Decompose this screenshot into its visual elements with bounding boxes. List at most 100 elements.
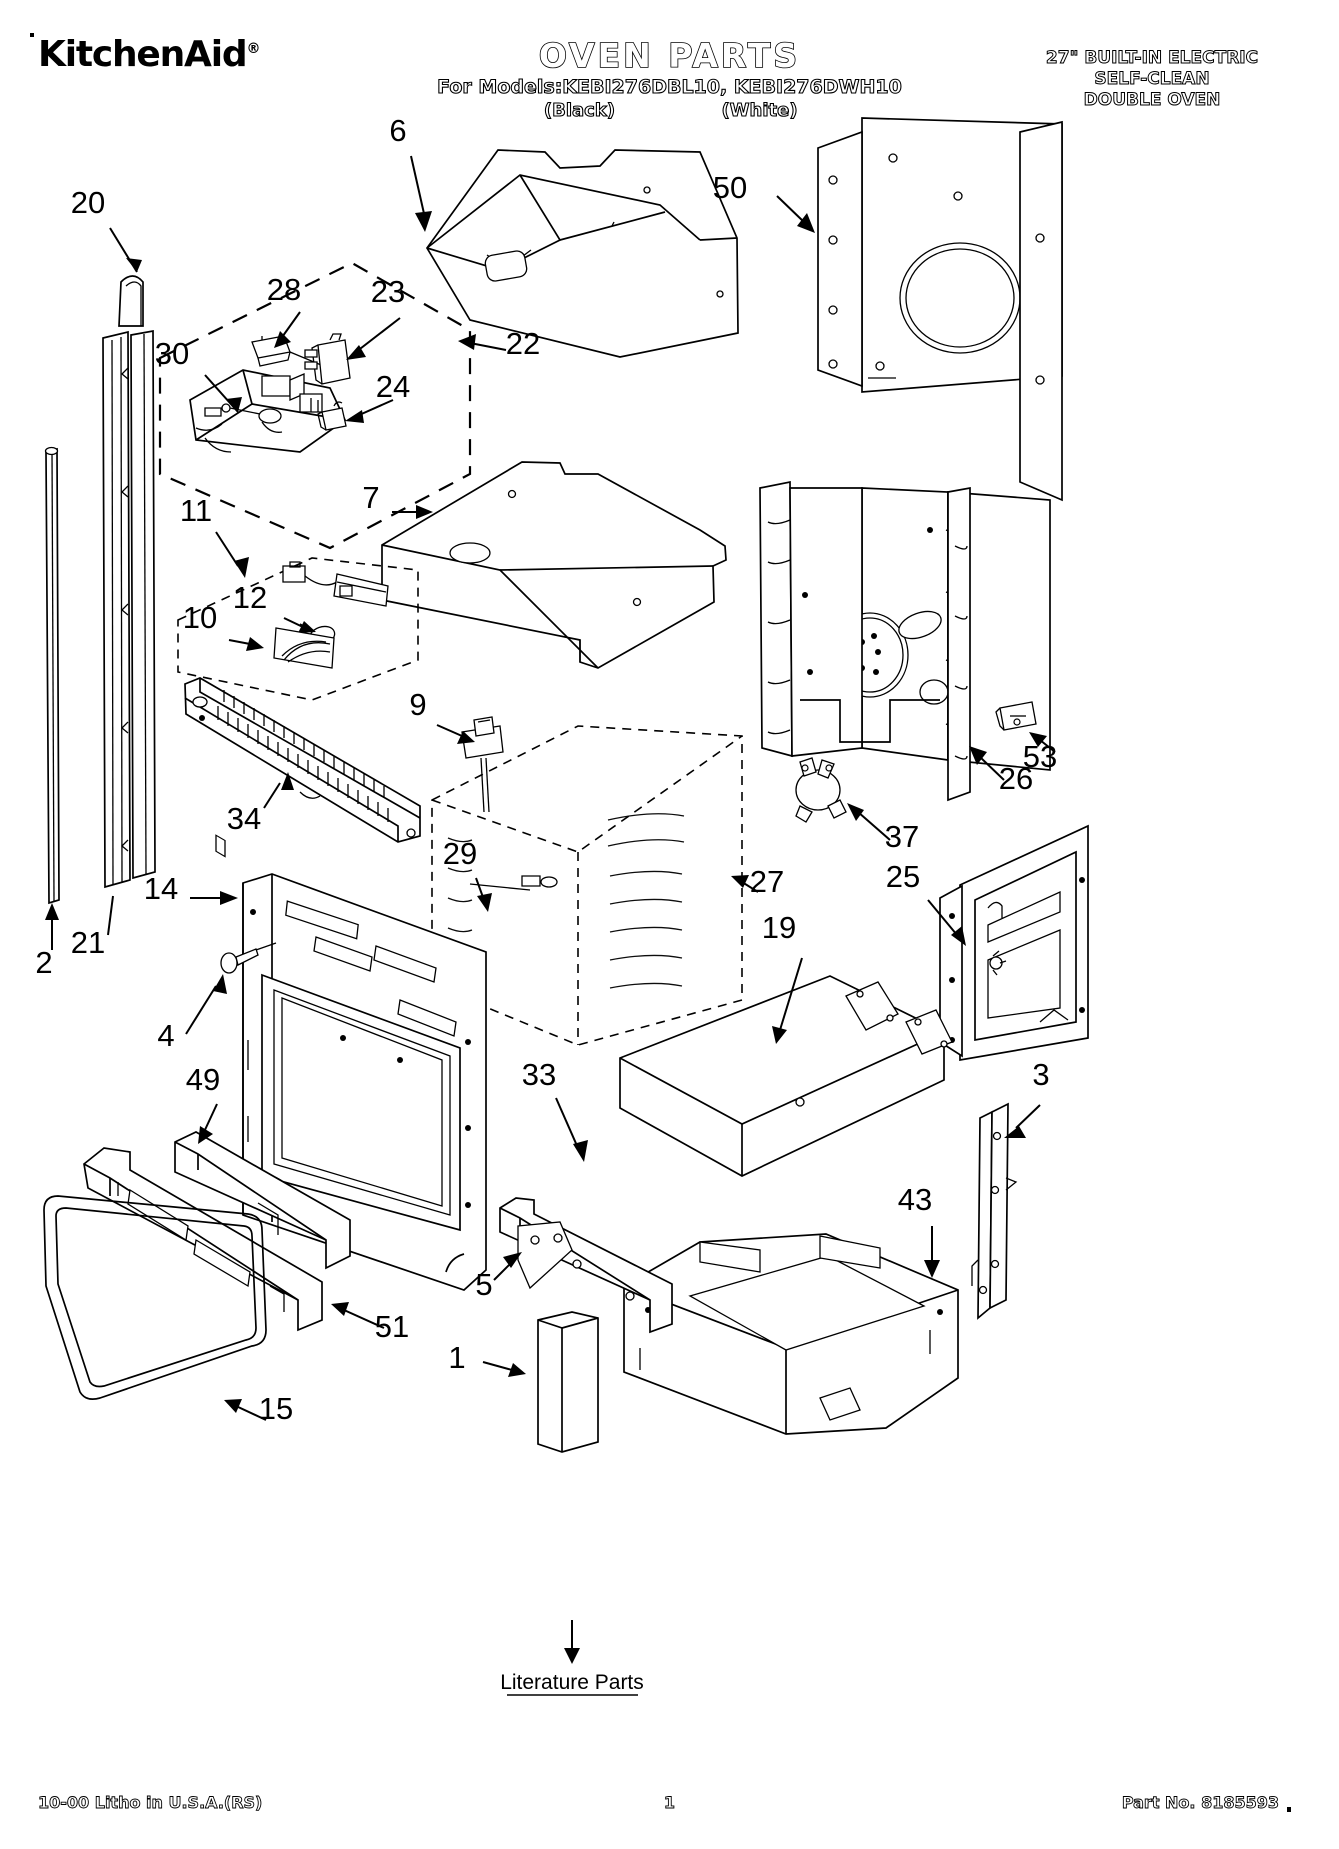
arrowhead-4: [213, 974, 227, 994]
callout-number-9: 9: [409, 687, 426, 722]
arrowhead-12: [298, 621, 316, 633]
arrowhead-20: [126, 258, 142, 272]
arrowhead-34: [281, 772, 294, 790]
arrowhead-49: [198, 1126, 213, 1144]
callout-number-12: 12: [233, 580, 267, 615]
page-footer: 10-00 Litho in U.S.A.(RS) 1 Part No. 818…: [0, 1793, 1339, 1815]
arrowhead-51: [331, 1302, 349, 1316]
part-23-relay: [304, 333, 351, 385]
callout-number-27: 27: [750, 864, 784, 899]
arrowhead-50: [797, 213, 815, 233]
part-34-vent-trim: [184, 677, 421, 858]
part-21-trim: [102, 329, 156, 889]
callout-number-49: 49: [186, 1062, 220, 1097]
arrowhead-23: [346, 345, 366, 360]
leader-50: [776, 195, 806, 224]
arrowhead-14: [220, 891, 238, 905]
callout-number-30: 30: [155, 336, 189, 371]
arrowhead-literature: [564, 1648, 580, 1664]
part-10-lens: [273, 627, 335, 669]
callout-number-1: 1: [448, 1340, 465, 1375]
callout-number-22: 22: [506, 326, 540, 361]
color-white-label: (White): [721, 99, 798, 121]
arrowhead-3: [1004, 1126, 1026, 1138]
spec-line-3: DOUBLE OVEN: [1083, 90, 1221, 111]
leader-10: [228, 639, 251, 645]
callout-number-26: 26: [999, 761, 1033, 796]
spec-line-2: SELF-CLEAN: [1094, 69, 1210, 90]
callout-number-34: 34: [227, 801, 261, 836]
arrowhead-15: [224, 1399, 242, 1413]
part-5-clip: [517, 1221, 573, 1290]
callout-number-4: 4: [157, 1018, 174, 1053]
part-37-thermal-switch: [795, 757, 847, 823]
callout-number-24: 24: [376, 369, 410, 404]
callout-number-5: 5: [475, 1267, 492, 1302]
callout-number-33: 33: [522, 1057, 556, 1092]
footer-page-number: 1: [663, 1793, 676, 1813]
arrowhead-53: [1029, 732, 1047, 747]
leader-19: [779, 957, 803, 1031]
arrowhead-6: [415, 211, 432, 232]
part-53-clip: [995, 701, 1037, 731]
part-2-rod: [44, 446, 60, 905]
part-7-shelf: [381, 461, 727, 669]
registered-trademark-icon: ®: [246, 41, 261, 57]
arrowhead-37: [847, 803, 864, 821]
arrowhead-19: [772, 1026, 787, 1044]
arrowhead-43: [924, 1260, 940, 1278]
leader-11: [215, 531, 239, 567]
footer-dot-mark: [1287, 1807, 1291, 1812]
callout-number-51: 51: [375, 1309, 409, 1344]
part-49-support-bar: [174, 1131, 351, 1270]
leader-22: [469, 342, 507, 351]
arrowhead-22: [458, 334, 476, 350]
leader-6: [410, 155, 426, 219]
color-black-label: (Black): [543, 99, 616, 121]
leader-26: [979, 756, 1005, 781]
arrowhead-28: [274, 331, 291, 348]
leader-9: [436, 724, 463, 737]
part-15-gasket: [43, 1195, 267, 1400]
leader-15: [235, 1405, 267, 1421]
callout-number-14: 14: [144, 871, 178, 906]
part-50-back-panel: [817, 117, 1063, 502]
part-30-control-bracket: [189, 369, 347, 453]
arrowhead-11: [234, 557, 249, 578]
callout-number-28: 28: [267, 272, 301, 307]
leader-49: [203, 1103, 218, 1133]
part-11-group-outline: [177, 557, 419, 701]
spec-line-1: 27" BUILT-IN ELECTRIC: [1045, 48, 1259, 69]
footer-litho: 10-00 Litho in U.S.A.(RS): [38, 1793, 263, 1813]
color-variants-row: (Black) (White): [0, 99, 1339, 121]
leader-51: [343, 1309, 385, 1329]
brand-name: KitchenAid: [38, 34, 248, 75]
callout-number-50: 50: [713, 170, 747, 205]
arrowhead-1: [508, 1363, 526, 1377]
arrowhead-29: [477, 893, 492, 912]
part-26-rear-frame: [759, 480, 1051, 802]
literature-parts-label: Literature Parts: [500, 1671, 644, 1694]
leader-4: [185, 985, 217, 1035]
part-20-cap: [118, 275, 144, 327]
leader-33: [555, 1097, 579, 1149]
leader-23: [355, 317, 401, 353]
arrowhead-33: [573, 1140, 588, 1162]
callout-number-29: 29: [443, 836, 477, 871]
part-4-screw: [220, 942, 277, 974]
arrowhead-25: [951, 926, 966, 946]
arrowhead-5: [503, 1252, 522, 1268]
leader-21: [107, 895, 114, 936]
leader-25: [927, 899, 958, 936]
callout-number-6: 6: [389, 113, 406, 148]
part-14-front-frame: [242, 873, 487, 1291]
part-25-door-panel: [939, 824, 1089, 1062]
callout-number-21: 21: [71, 925, 105, 960]
callout-number-15: 15: [259, 1391, 293, 1426]
part-43-base-tray: [623, 1233, 959, 1435]
callout-number-20: 20: [71, 185, 105, 220]
arrowhead-24: [345, 410, 364, 423]
callout-number-25: 25: [886, 859, 920, 894]
